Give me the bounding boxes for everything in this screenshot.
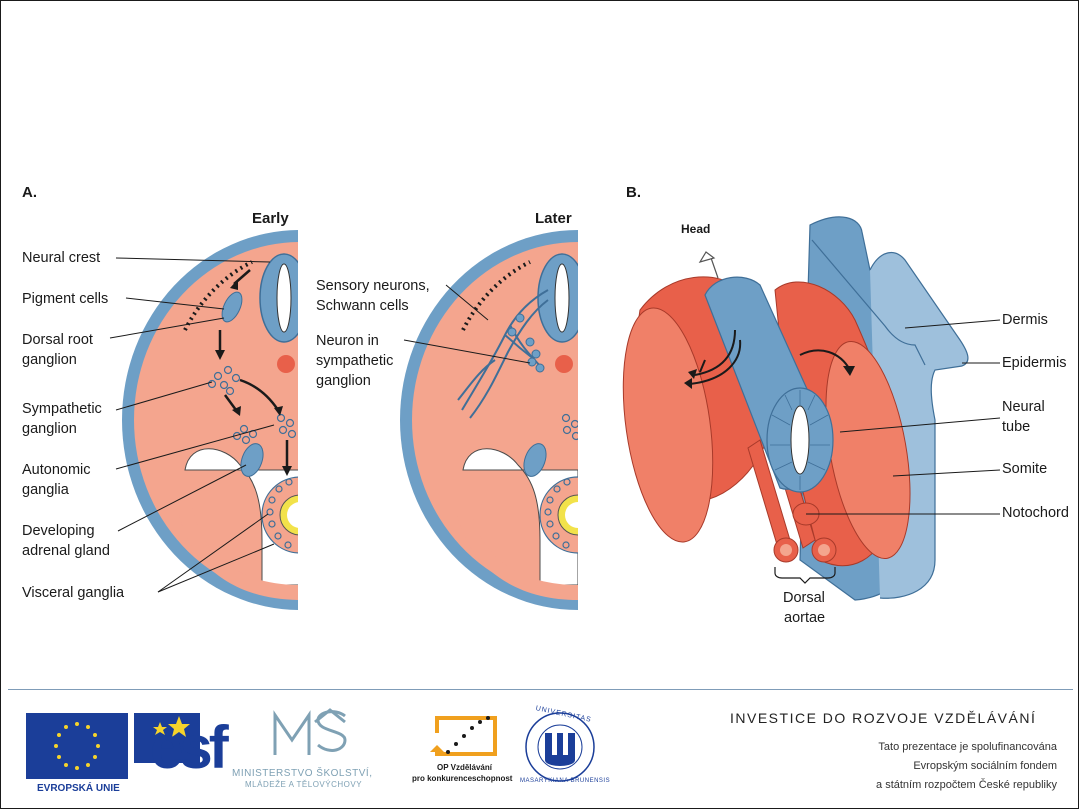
label-dermis: Dermis: [1002, 310, 1048, 330]
eu-logo-label: EVROPSKÁ UNIE: [37, 783, 120, 794]
panel-a-label: A.: [22, 184, 37, 201]
label-neuron-2: sympathetic: [316, 351, 393, 371]
later-heading: Later: [535, 210, 572, 227]
esf-logo-text: esf: [150, 714, 225, 782]
op-label-2: pro konkurenceschopnost: [412, 774, 512, 783]
label-sympathetic-1: Sympathetic: [22, 399, 102, 419]
eu-logo: [26, 713, 128, 779]
op-label-1: OP Vzdělávání: [437, 763, 492, 772]
footer-note-3: a státním rozpočtem České republiky: [876, 779, 1057, 791]
footer-note-2: Evropským sociálním fondem: [913, 760, 1057, 772]
label-sensory-2: Schwann cells: [316, 296, 409, 316]
label-neural-2: tube: [1002, 417, 1030, 437]
label-pigment-cells: Pigment cells: [22, 289, 108, 309]
footer-note-1: Tato prezentace je spolufinancována: [878, 741, 1057, 753]
label-visceral-ganglia: Visceral ganglia: [22, 583, 124, 603]
label-neuron-3: ganglion: [316, 371, 371, 391]
label-neural-crest: Neural crest: [22, 248, 100, 268]
footer-divider: [8, 689, 1073, 690]
label-neuron-1: Neuron in: [316, 331, 379, 351]
mu-logo: [526, 713, 594, 781]
label-dorsal-1: Dorsal: [783, 588, 825, 608]
op-logo: [430, 716, 495, 754]
msmt-label-1: MINISTERSTVO ŠKOLSTVÍ,: [232, 768, 372, 779]
msmt-label-2: MLÁDEŽE A TĚLOVÝCHOVY: [245, 780, 362, 789]
label-autonomic-1: Autonomic: [22, 460, 91, 480]
panel-b-label: B.: [626, 184, 641, 201]
footer-title: INVESTICE DO ROZVOJE VZDĚLÁVÁNÍ: [730, 710, 1036, 726]
label-adrenal-1: Developing: [22, 521, 95, 541]
label-dorsal-2: aortae: [784, 608, 825, 628]
label-dorsal-root-1: Dorsal root: [22, 330, 93, 350]
label-somite: Somite: [1002, 459, 1047, 479]
msmt-logo: [275, 710, 345, 755]
label-dorsal-root-2: ganglion: [22, 350, 77, 370]
label-sensory-1: Sensory neurons,: [316, 276, 430, 296]
label-sympathetic-2: ganglion: [22, 419, 77, 439]
mu-label-bottom: MASARYKIANA BRUNENSIS: [520, 778, 610, 784]
label-head: Head: [681, 222, 710, 236]
label-notochord: Notochord: [1002, 503, 1069, 523]
label-adrenal-2: adrenal gland: [22, 541, 110, 561]
label-autonomic-2: ganglia: [22, 480, 69, 500]
early-heading: Early: [252, 210, 289, 227]
label-neural-1: Neural: [1002, 397, 1045, 417]
panel-b-illustration: [610, 217, 1000, 600]
label-epidermis: Epidermis: [1002, 353, 1066, 373]
